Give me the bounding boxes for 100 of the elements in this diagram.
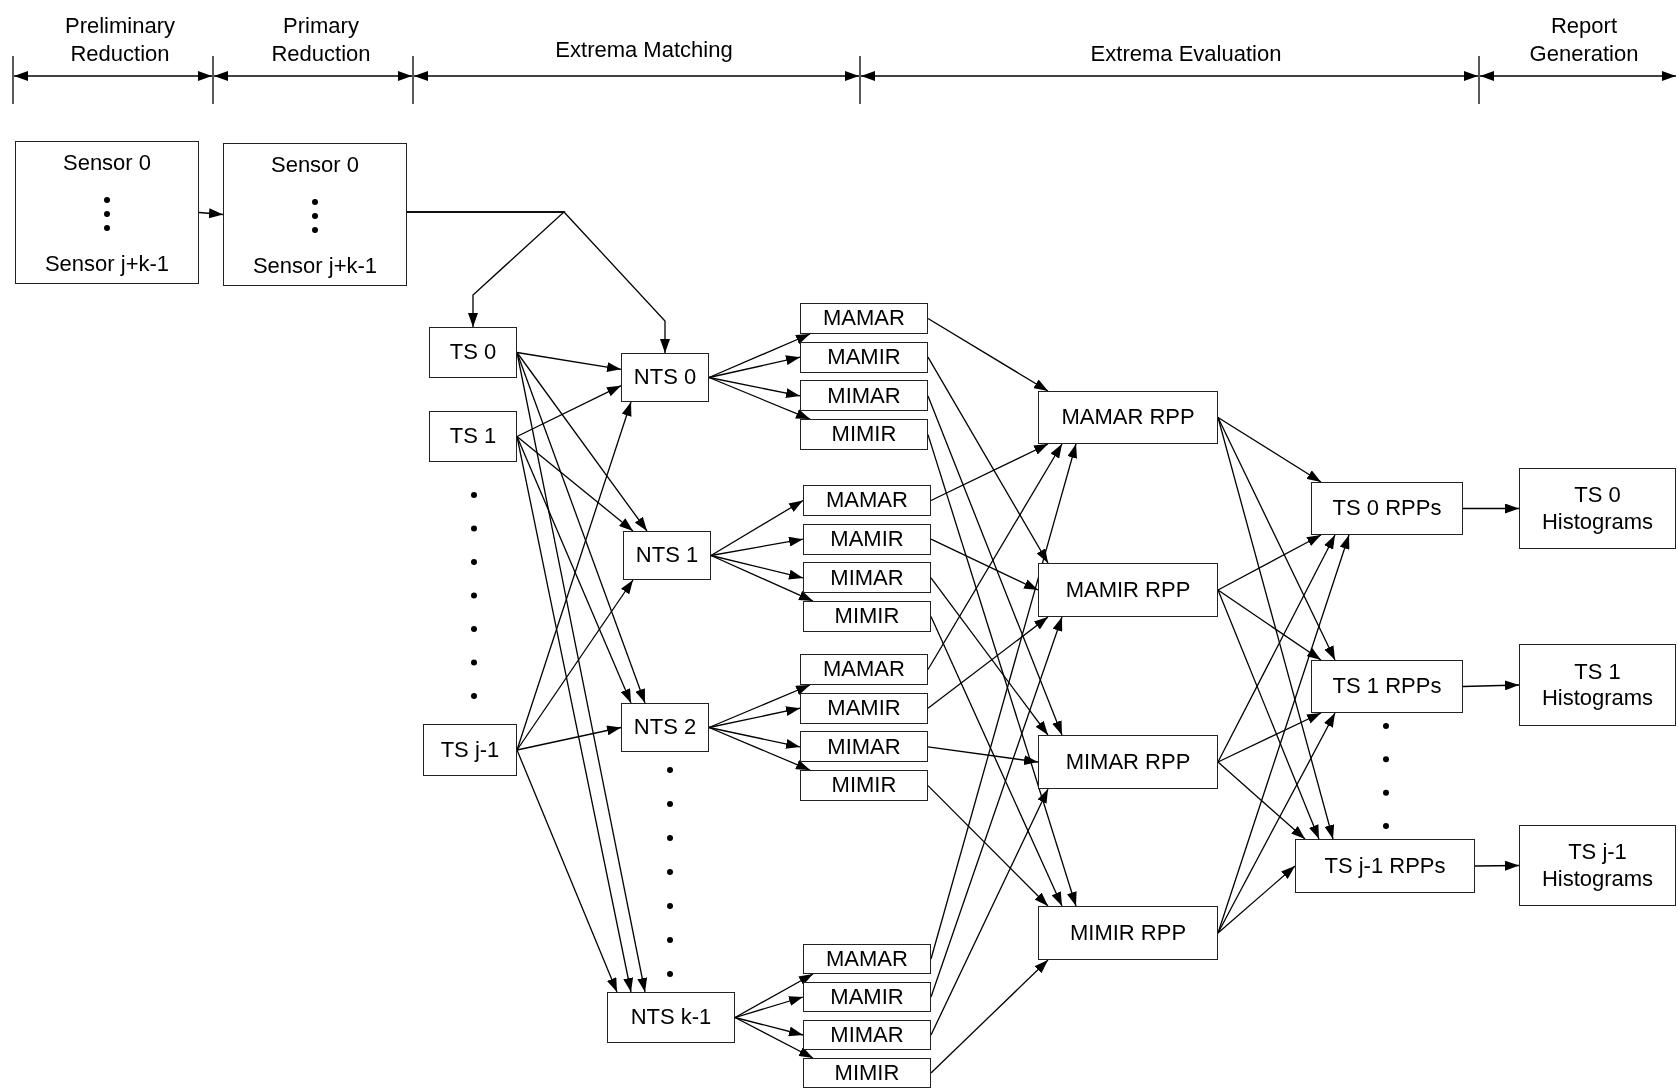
process-box <box>623 531 711 580</box>
arrow <box>516 749 618 993</box>
node-label: MIMIR <box>834 1059 900 1087</box>
arrow <box>710 554 804 580</box>
node-label: TS 1 <box>449 423 497 450</box>
process-box <box>429 411 517 462</box>
node-label: MAMIR <box>830 526 904 553</box>
arrow <box>198 208 224 219</box>
process-box <box>1038 563 1218 617</box>
arrow <box>708 355 801 379</box>
arrow <box>1217 589 1322 661</box>
process-box <box>621 353 709 402</box>
node-label: MAMAR <box>823 305 905 332</box>
node-label: MIMIR <box>831 772 897 799</box>
arrow <box>734 1016 804 1037</box>
process-box <box>800 770 928 802</box>
arrow <box>516 435 634 993</box>
arrow <box>930 788 1049 1036</box>
arrow <box>927 356 1049 564</box>
arrow <box>708 376 811 420</box>
node-label: TS j-1 <box>440 736 500 764</box>
process-box <box>1519 825 1676 906</box>
node-label: MAMIR <box>830 983 904 1011</box>
arrow <box>930 615 1063 907</box>
arrow <box>708 376 801 399</box>
process-box <box>1311 660 1463 713</box>
process-box <box>607 992 735 1043</box>
arrow <box>927 443 1063 671</box>
node-label: MAMAR <box>826 487 908 514</box>
node-label: Sensor j+k-1 <box>44 250 170 277</box>
arrow <box>708 726 811 771</box>
node-label: NTS 1 <box>635 542 699 569</box>
phase-label: Extrema Matching <box>554 36 734 64</box>
process-box <box>803 982 931 1012</box>
node-label: Sensor j+k-1 <box>252 252 378 279</box>
node-label: MAMAR RPP <box>1061 404 1195 431</box>
arrow <box>516 385 622 438</box>
node-label: NTS 0 <box>633 364 697 391</box>
arrow <box>734 973 814 1019</box>
node-label: TS 1 Histograms <box>1540 658 1655 712</box>
node-label: MAMIR RPP <box>1065 576 1191 604</box>
process-box <box>621 703 709 752</box>
process-box <box>800 419 928 451</box>
process-box <box>800 303 928 334</box>
arrow <box>406 211 670 354</box>
node-label: MIMIR RPP <box>1069 919 1187 947</box>
arrow <box>516 725 622 751</box>
node-label: Sensor 0 <box>62 150 152 177</box>
node-label: Sensor 0 <box>270 152 360 179</box>
arrow <box>930 577 1049 736</box>
node-label: MAMAR <box>823 656 905 683</box>
arrow <box>708 726 801 749</box>
arrow <box>516 435 634 532</box>
arrow <box>927 317 1049 392</box>
arrow <box>927 395 1063 736</box>
process-box <box>1311 482 1463 535</box>
node-label: TS 0 RPPs <box>1332 495 1442 522</box>
arrow <box>1462 680 1520 691</box>
process-box <box>1295 839 1475 893</box>
node-label: MAMAR <box>826 945 908 973</box>
arrow <box>516 435 632 704</box>
process-box <box>1038 906 1218 960</box>
process-box <box>800 731 928 763</box>
phase-label: Report Generation <box>1528 12 1640 67</box>
arrow <box>930 443 1049 502</box>
process-box <box>800 692 928 724</box>
arrow <box>1217 416 1322 483</box>
arrow <box>710 554 814 602</box>
arrow <box>708 706 801 729</box>
process-box <box>1038 391 1218 444</box>
process-box <box>1519 468 1676 549</box>
arrow <box>1217 534 1336 763</box>
process-box <box>803 944 931 974</box>
arrow <box>710 536 804 557</box>
node-label: TS 0 Histograms <box>1540 482 1655 535</box>
process-box <box>800 380 928 412</box>
arrow <box>927 746 1039 766</box>
node-label: MIMIR <box>831 421 897 448</box>
process-box <box>223 143 407 286</box>
process-box <box>800 654 928 685</box>
process-box <box>1519 644 1676 726</box>
process-box <box>803 485 931 516</box>
arrow <box>710 499 804 557</box>
node-label: MAMIR <box>827 344 901 371</box>
arrow <box>1217 416 1336 661</box>
arrow <box>930 538 1039 591</box>
arrow <box>927 616 1049 709</box>
node-label: TS 1 RPPs <box>1332 673 1442 700</box>
process-box <box>15 141 199 284</box>
node-label: MIMAR <box>830 564 904 592</box>
arrow <box>708 684 811 729</box>
arrow <box>516 579 634 751</box>
node-label: TS j-1 RPPs <box>1324 852 1446 880</box>
arrow <box>1474 860 1520 871</box>
node-label: TS 0 <box>449 339 497 366</box>
arrow <box>1217 712 1322 763</box>
process-box <box>803 1058 931 1088</box>
arrow <box>1217 589 1320 840</box>
arrow <box>1217 416 1335 840</box>
arrow <box>930 959 1049 1074</box>
